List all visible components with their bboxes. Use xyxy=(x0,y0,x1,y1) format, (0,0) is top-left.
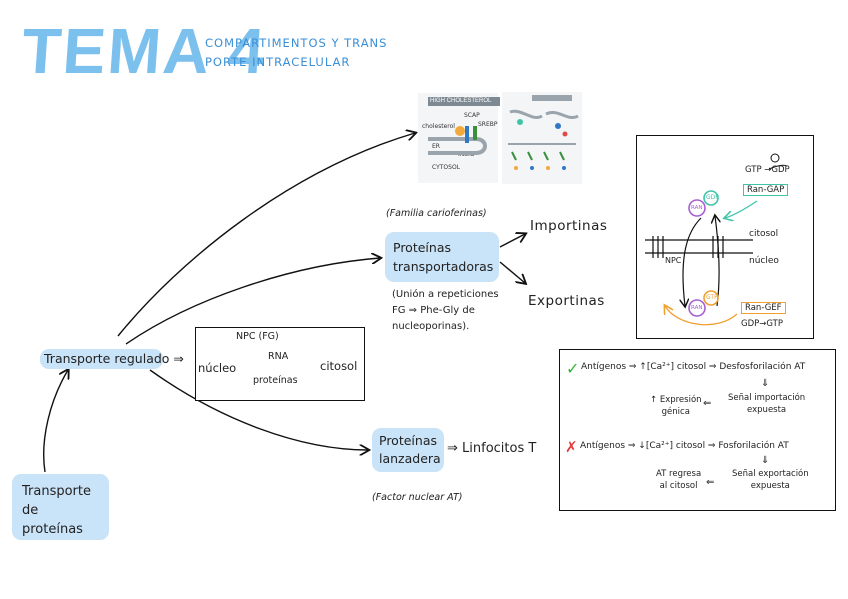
srebp-processing-figure xyxy=(502,92,582,184)
ran-nucleo-label: núcleo xyxy=(749,256,779,266)
antigen-box: ✓ Antígenos ⇒ ↑[Ca²⁺] citosol ⇒ Desfosfo… xyxy=(559,349,836,511)
ran-citosol-label: citosol xyxy=(749,229,779,239)
arrow-to-transportadoras xyxy=(125,258,380,345)
union-note: (Unión a repeticiones FG ⇒ Phe-Gly de nu… xyxy=(392,289,499,332)
cholesterol-cytosol-label: CYTOSOL xyxy=(432,164,461,171)
npc-box-nucleo-label: núcleo xyxy=(198,361,237,375)
arrow-to-exportinas xyxy=(499,261,525,283)
node-proteinas-transportadoras: Proteínas transportadoras xyxy=(385,232,499,282)
row1-left-arrow: ⇐ xyxy=(703,398,712,409)
npc-box-rna-label: RNA xyxy=(268,351,289,362)
ran-cycle-drawing xyxy=(645,153,788,326)
srebp-figure-drawing xyxy=(508,95,579,170)
arrow-to-lanzadera xyxy=(149,369,368,450)
ran-bottom-chip: RAN xyxy=(691,305,703,311)
ran-gdp-gtp-label: GDP→GTP xyxy=(741,319,783,329)
cholesterol-label: cholesterol xyxy=(422,123,455,130)
npc-box-citosol-label: citosol xyxy=(320,359,358,373)
arrow-to-importinas xyxy=(499,234,525,248)
node-proteinas-lanzadera: Proteínas lanzadera xyxy=(372,428,444,472)
ran-top-chip: RAN xyxy=(691,205,703,211)
importinas-label: Importinas xyxy=(530,218,608,234)
row2-step: Señal exportación expuesta xyxy=(732,469,809,491)
arrow-to-cholesterol xyxy=(117,133,415,337)
linfocitos-label: ⇒ Linfocitos T xyxy=(447,441,537,456)
row2-left-arrow: ⇐ xyxy=(706,477,715,488)
subtitle-line-2: PORTE INTRACELULAR xyxy=(205,55,351,69)
subtitle-line-1: COMPARTIMENTOS Y TRANS xyxy=(205,36,388,50)
ran-npc-label: NPC xyxy=(665,256,682,265)
row2-down-arrow: ⇓ xyxy=(761,455,770,466)
npc-box-npc-label: NPC (FG) xyxy=(236,331,279,342)
row1-result: ↑ Expresión génica xyxy=(650,395,702,417)
factor-note: (Factor nuclear AT) xyxy=(372,492,463,503)
ran-cycle-box: GTP →GDP Ran-GAP GDP RAN citosol NPC núc… xyxy=(636,135,814,339)
antigen-row-2: Antígenos ⇒ ↓[Ca²⁺] citosol ⇒ Fosforilac… xyxy=(580,441,789,451)
node-transporte-regulado: Transporte regulado ⇒ xyxy=(40,349,184,369)
row1-step: Señal importación expuesta xyxy=(728,393,806,415)
cholesterol-figure: HIGH CHOLESTEROL SCAP cholesterol SREBP … xyxy=(418,93,500,183)
familia-note: (Familia carioferinas) xyxy=(386,208,487,219)
node-transporte-proteinas: Transporte de proteínas xyxy=(12,474,109,540)
check-icon: ✓ xyxy=(566,359,580,378)
npc-box-proteinas-label: proteínas xyxy=(253,375,298,386)
cholesterol-membrane-drawing xyxy=(428,126,487,155)
page-subtitle: COMPARTIMENTOS Y TRANS PORTE INTRACELULA… xyxy=(205,34,387,72)
cholesterol-scap-label: SCAP xyxy=(464,112,480,119)
arrow-to-regulado xyxy=(43,370,68,473)
row2-result: AT regresa al citosol xyxy=(656,469,702,491)
row1-down-arrow: ⇓ xyxy=(761,378,770,389)
npc-box xyxy=(195,327,365,401)
ran-gtp-chip: GTP xyxy=(706,294,718,301)
cholesterol-srebp-label: SREBP xyxy=(478,121,498,128)
cross-icon: ✗ xyxy=(565,438,578,456)
cholesterol-er-label: ER xyxy=(432,143,440,150)
ran-gtp-gdp-label: GTP →GDP xyxy=(745,165,790,175)
cholesterol-header: HIGH CHOLESTEROL xyxy=(428,97,500,106)
exportinas-label: Exportinas xyxy=(528,293,605,309)
ran-gap-label: Ran-GAP xyxy=(743,184,789,196)
ran-gdp-chip: GDP xyxy=(706,194,719,201)
ran-gef-label: Ran-GEF xyxy=(741,302,786,314)
antigen-row-1: Antígenos ⇒ ↑[Ca²⁺] citosol ⇒ Desfosfori… xyxy=(581,362,806,372)
